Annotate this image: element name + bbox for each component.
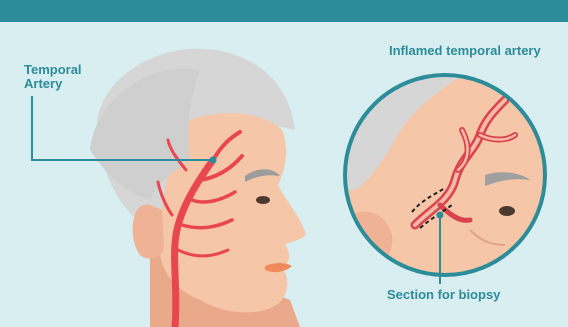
magnified-eye bbox=[499, 206, 515, 216]
temporal-artery-label-line1: Temporal bbox=[24, 63, 82, 77]
ear bbox=[133, 205, 164, 259]
eye bbox=[256, 196, 270, 204]
callout-dot bbox=[210, 157, 217, 164]
section-for-biopsy-label: Section for biopsy bbox=[387, 288, 500, 302]
biopsy-callout-dot bbox=[437, 212, 444, 219]
temporal-artery-label-line2: Artery bbox=[24, 77, 62, 91]
header-band bbox=[0, 0, 568, 22]
inflamed-temporal-artery-label: Inflamed temporal artery bbox=[389, 44, 541, 58]
